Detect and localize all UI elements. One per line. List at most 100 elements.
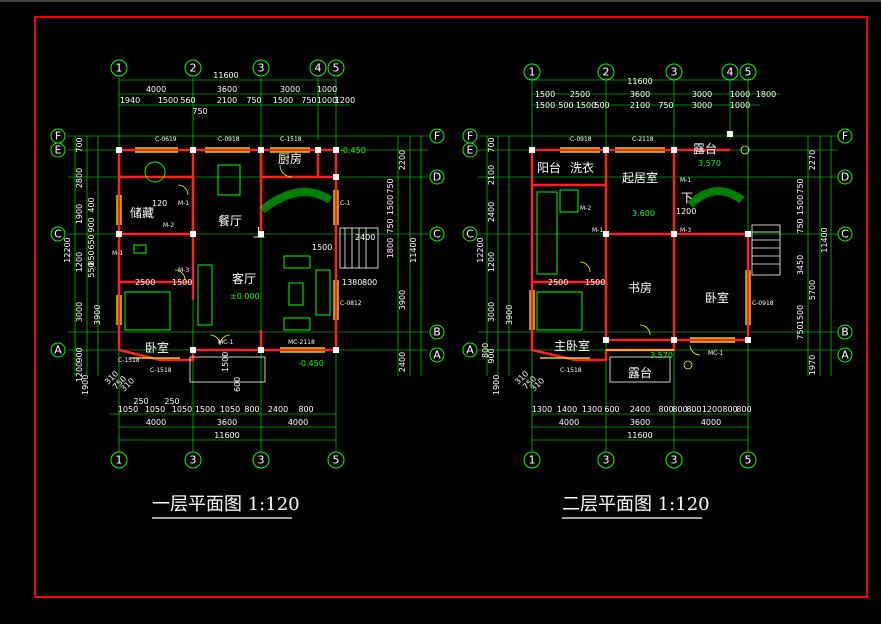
plan2-note: C-2118 <box>632 136 654 143</box>
plan2-room-terrace-top: 露台 <box>693 141 717 156</box>
plan2-room-living: 起居室 <box>622 170 658 185</box>
plan1-room-bedroom: 卧室 <box>145 340 169 355</box>
plan1-axis-label: E <box>55 144 62 157</box>
plan2-axis-label: A <box>466 344 474 357</box>
plan2-note: C-0918 <box>752 300 774 307</box>
plan1-dim-total: 12200 <box>63 237 72 262</box>
plan1-axis-label: B <box>433 326 441 339</box>
plan2-axis-top-2 <box>597 63 615 81</box>
plan1-dim: 1500 <box>172 278 192 287</box>
plan2-note: C-1518 <box>560 367 582 374</box>
plan1-left-dims: 700 2800 1900 1200 3000 900 1200 12200 4… <box>63 137 96 382</box>
plan2-room-master: 主卧室 <box>554 338 590 353</box>
plan1-dim: 2100 <box>217 96 237 105</box>
plan1-dim: 3600 <box>217 85 237 94</box>
plan1-room-storage: 储藏 <box>130 205 154 220</box>
plan1-dim: 4000 <box>146 418 166 427</box>
plan2-room-terrace-bottom: 露台 <box>628 365 652 380</box>
plan2-dim: 4000 <box>701 418 721 427</box>
plan2-dim: 1300 <box>582 405 602 414</box>
plan1-note: MC-1 <box>218 339 234 346</box>
plan2-note: M-1 <box>592 227 603 234</box>
plan2-axis-label: 3 <box>671 454 678 467</box>
plan1-dim: 1050 <box>118 405 138 414</box>
plan1-dim: 1800 <box>386 238 395 258</box>
plan2-axis-label: A <box>841 349 849 362</box>
plan1-note: C-0812 <box>340 300 362 307</box>
plan2-steps <box>609 224 781 383</box>
plan2-left-dims: 700 2100 2400 1200 3000 900 12200 <box>476 137 496 363</box>
plan1-dim: 750 <box>246 96 261 105</box>
plan1-dim: 1380 <box>342 278 362 287</box>
plan1-note: C-1 <box>340 200 350 207</box>
plan2-level: 3.570 <box>698 159 721 168</box>
plan1-dim: 2200 <box>398 150 407 170</box>
plan2-dim: 3900 <box>505 305 514 325</box>
plan1-dim: 3900 <box>398 290 407 310</box>
plan1-dim: 2400 <box>268 405 288 414</box>
plan2-dim: 1500 <box>535 90 555 99</box>
plan1-dim: 560 <box>180 96 195 105</box>
plan2-dim: 750 <box>796 218 805 233</box>
plan2-dim: 600 <box>604 405 619 414</box>
plan1-dim: 2800 <box>75 168 84 188</box>
plan1-axis-label: 1 <box>116 454 123 467</box>
plan1-dim: 1050 <box>145 405 165 414</box>
plan1-dim: 120 <box>152 199 167 208</box>
plan2-title: 二层平面图 1:120 <box>562 494 710 515</box>
plan1-note: C-1518 <box>118 357 140 364</box>
plan2-dim: 1200 <box>487 252 496 272</box>
drawing-frame <box>34 16 868 598</box>
plan1-stair-up: 上 <box>253 226 265 240</box>
plan1-axis-bot-3 <box>252 451 270 469</box>
plan1-axis-top-2 <box>184 59 202 77</box>
plan2-dim: 700 <box>487 137 496 152</box>
plan2-level: 3.600 <box>632 209 655 218</box>
plan2-axis-bot-2 <box>597 451 615 469</box>
plan1-axis-label: C <box>433 228 441 241</box>
plan1-axis-label: 5 <box>333 454 340 467</box>
plan2-room-study: 书房 <box>628 280 652 295</box>
plan2-room-bedroom: 卧室 <box>705 290 729 305</box>
plan1-dim: 2500 <box>135 278 155 287</box>
plan2-dim: 750 <box>796 178 805 193</box>
plan1-axis-label: D <box>433 171 441 184</box>
plan2-dim: 500 <box>558 101 573 110</box>
plan1-dim: 800 <box>298 405 313 414</box>
plan2-axis-label: 1 <box>529 66 536 79</box>
plan1-axis-top-4 <box>309 59 327 77</box>
plan2-stair-down: 下 <box>681 191 693 205</box>
plan1-steps <box>189 227 379 383</box>
plan2-axis-label: C <box>466 228 474 241</box>
plan1-dim: 750 <box>386 218 395 233</box>
plan1-dim: 250 <box>164 397 179 406</box>
plan1-dim: 1500 <box>195 405 215 414</box>
plan2-dim: 750 <box>796 324 805 339</box>
plan2-dim: 2500 <box>548 278 568 287</box>
plan2-furniture <box>536 187 745 331</box>
plan1-axis-label: F <box>434 130 440 143</box>
plan1-dim: 900 <box>75 347 84 362</box>
plan1-right-dims: 2200 750 1500 750 1800 3900 2400 11400 <box>386 150 418 372</box>
plan2-dim: 1200 <box>676 207 696 216</box>
plan1-dim: 1200 <box>75 252 84 272</box>
plan2-dim: 2100 <box>630 101 650 110</box>
plan2-axis-bot-1 <box>523 451 541 469</box>
plan1-dim: 1000 <box>317 96 337 105</box>
plan1-axis-top-3 <box>252 59 270 77</box>
plan2-columns <box>529 131 751 343</box>
plan1-axis-label: 5 <box>333 62 340 75</box>
plan1-dim: 1000 <box>317 85 337 94</box>
plan1-axis-bot-4 <box>327 451 345 469</box>
plan2-dim: 3000 <box>692 101 712 110</box>
plan1-axis-bot-1 <box>110 451 128 469</box>
plan2-axis-label: E <box>467 144 474 157</box>
plan1-dim: 1940 <box>120 96 140 105</box>
plan2-dim: 2400 <box>487 202 496 222</box>
plan1-dim-total: 11600 <box>213 71 238 80</box>
plan2-dim: 1970 <box>808 355 817 375</box>
plan2-dim-total: 11400 <box>820 227 829 252</box>
plan1-level: -0.450 <box>298 359 324 368</box>
plan2-dim: 3600 <box>630 90 650 99</box>
plan1-axis-label: F <box>55 130 61 143</box>
